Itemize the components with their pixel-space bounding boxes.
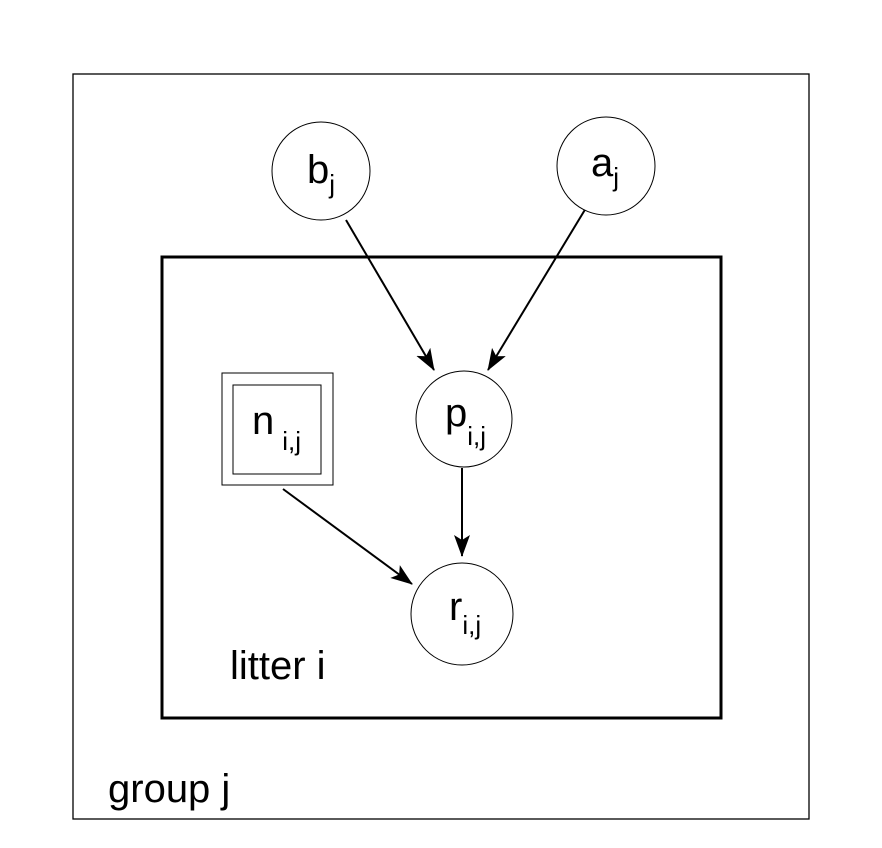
node-p-label: pi,j [445,391,486,451]
node-r [410,562,514,666]
node-p [415,370,513,468]
group-plate [72,73,810,820]
node-n-subscript: i,j [282,426,301,456]
litter-plate [160,255,723,720]
node-n-outer-border [221,372,334,486]
edge-n-to-r [282,488,413,585]
node-n [232,384,322,475]
node-b [271,121,371,221]
node-r-subscript: i,j [462,610,481,640]
edge-a-to-p [487,207,587,371]
litter-plate-label: litter i [230,644,326,688]
node-r-symbol: r [449,585,462,629]
group-plate-label: group j [108,767,230,811]
node-a-label: aj [591,141,619,192]
node-n-label: n i,j [252,399,301,456]
node-b-symbol: b [307,148,329,192]
node-b-label: bj [307,148,335,199]
node-a [556,116,656,216]
node-p-symbol: p [445,391,467,435]
node-r-label: ri,j [449,585,481,640]
node-n-symbol: n [252,399,274,443]
edge-b-to-p [345,219,435,371]
node-a-subscript: j [612,162,619,192]
node-p-subscript: i,j [467,421,486,451]
node-a-symbol: a [591,141,614,185]
node-b-subscript: j [328,169,335,199]
